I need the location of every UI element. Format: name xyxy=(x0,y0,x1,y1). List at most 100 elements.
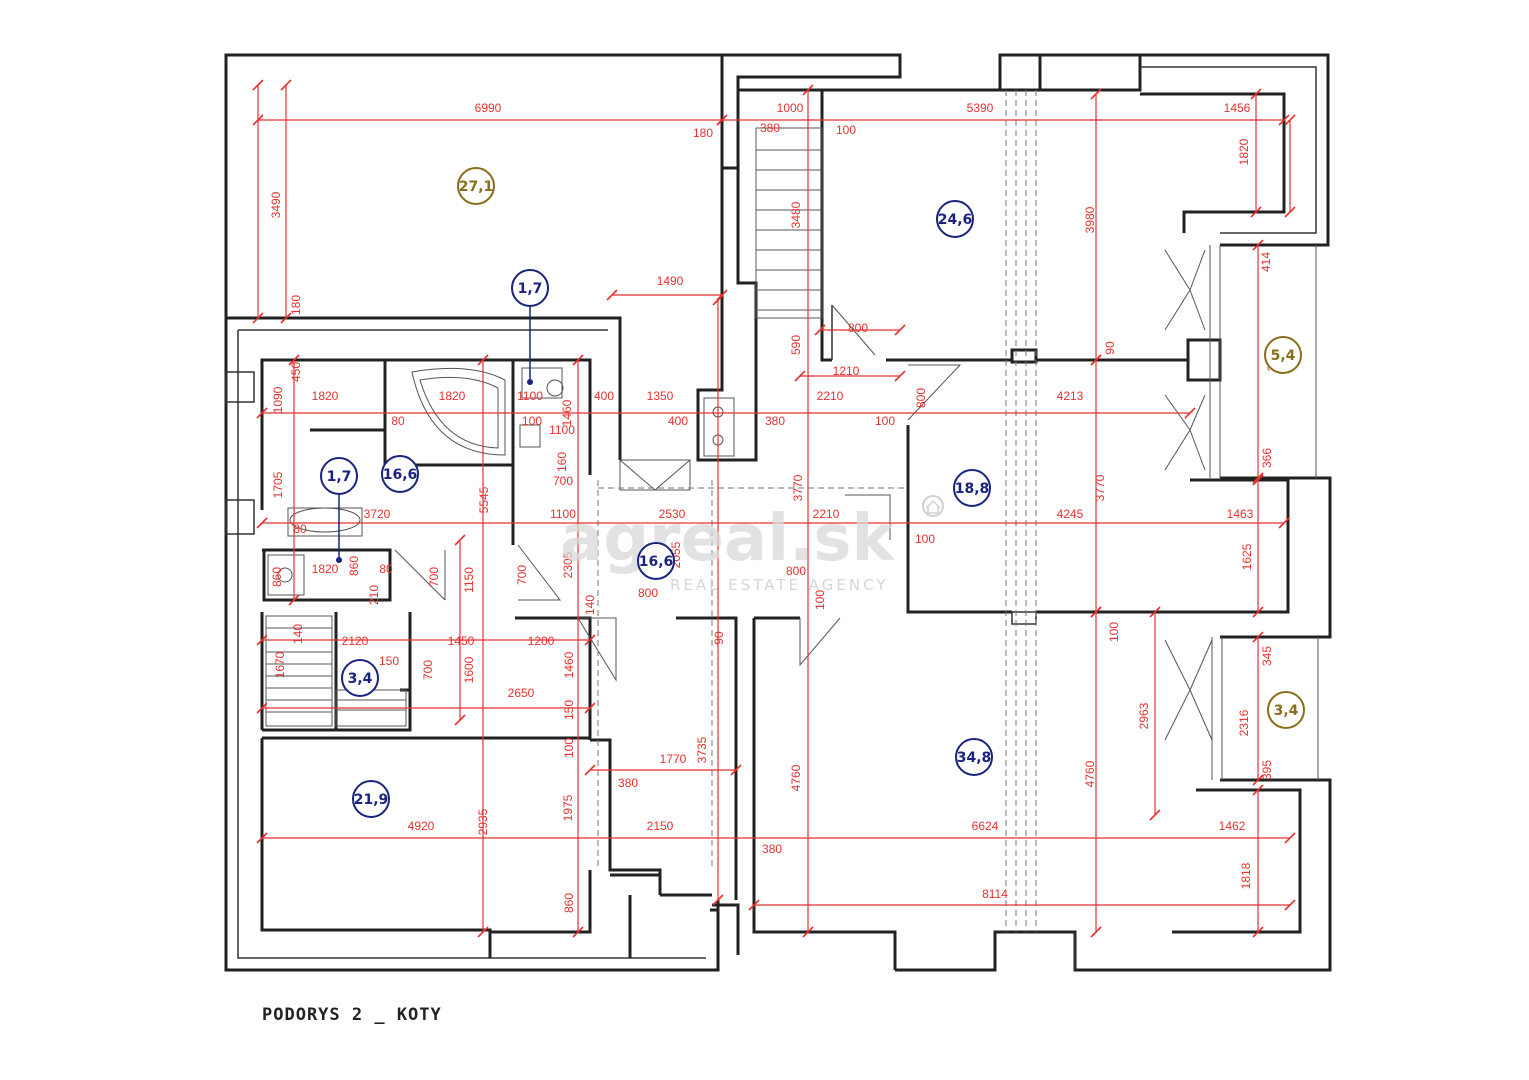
watermark: agreal.sk REAL ESTATE AGENCY xyxy=(560,495,944,594)
dimension-label: 100 xyxy=(813,590,827,610)
dimension-label: 2963 xyxy=(1137,702,1151,729)
dimension-label: 1450 xyxy=(448,634,475,648)
dimension-label: 400 xyxy=(668,414,688,428)
dimension-label: 6624 xyxy=(972,819,999,833)
dimension-label: 3735 xyxy=(695,736,709,763)
dimension-label: 395 xyxy=(1260,760,1274,780)
dimension-label: 100 xyxy=(1107,622,1121,642)
room-area-bathroom: 16,6 xyxy=(381,455,419,493)
dimension-label: 2210 xyxy=(817,389,844,403)
shower-tray xyxy=(267,554,305,596)
dimension-label: 3480 xyxy=(789,201,803,228)
room-area-value: 3,4 xyxy=(1274,703,1299,719)
dimension-label: 1100 xyxy=(550,507,576,521)
room-area-value: 27,1 xyxy=(459,179,494,195)
dimension-label: 100 xyxy=(836,123,856,137)
dimension-label: 2530 xyxy=(659,507,686,521)
dimension-label: 90 xyxy=(1103,341,1117,355)
room-area-value: 16,6 xyxy=(639,554,674,570)
room-area-circle xyxy=(637,542,675,580)
beam-lines xyxy=(597,90,1037,932)
dimension-label: 800 xyxy=(786,564,806,578)
dimension-label: 414 xyxy=(1259,252,1273,272)
dimension-label: 860 xyxy=(347,556,361,576)
dimension-label: 860 xyxy=(562,893,576,913)
room-area-sauna: 3,4 xyxy=(341,659,379,697)
room-area-circle xyxy=(352,780,390,818)
dimension-label: 800 xyxy=(638,586,658,600)
dimension-label: 100 xyxy=(875,414,895,428)
room-area-labels: 27,1 24,6 1,7 1,7 16,6 16,6 18,8 5,4 3,4 21,9 34,8… xyxy=(320,167,1305,818)
dimension-label: 1200 xyxy=(528,634,555,648)
dimension-label: 1100 xyxy=(549,423,575,437)
dimension-label: 1705 xyxy=(271,471,285,498)
dimension-label: 2120 xyxy=(342,634,369,648)
dimension-label: 1770 xyxy=(660,752,687,766)
dimension-label: 160 xyxy=(555,452,569,472)
dimension-label: 1150 xyxy=(462,567,476,593)
dimension-label: 800 xyxy=(914,388,928,408)
dimension-label: 2650 xyxy=(508,686,535,700)
dimension-label: 80 xyxy=(391,414,405,428)
room-area-value: 1,7 xyxy=(327,469,352,485)
dimension-label: 380 xyxy=(760,121,780,135)
dimension-label: 1463 xyxy=(1227,507,1254,521)
dimension-label: 5390 xyxy=(967,101,994,115)
dimension-label: 80 xyxy=(379,562,393,576)
dimension-label: 3770 xyxy=(791,474,805,501)
dimension-label: 1210 xyxy=(833,364,860,378)
room-area-room-se: 34,8 xyxy=(955,738,993,776)
room-area-value: 34,8 xyxy=(957,750,992,766)
washbasin xyxy=(519,424,541,448)
room-area-circle xyxy=(1264,336,1302,374)
room-area-room-e: 18,8 xyxy=(953,469,991,507)
room-area-value: 21,9 xyxy=(354,792,389,808)
room-area-circle xyxy=(320,457,358,495)
dimension-label: 4760 xyxy=(789,764,803,791)
dimension-label: 700 xyxy=(427,567,441,587)
dimension-label: 4213 xyxy=(1057,389,1084,403)
room-area-circle xyxy=(955,738,993,776)
room-area-roof-terrace: 27,1 xyxy=(457,167,495,205)
dimension-label: 590 xyxy=(789,335,803,355)
dimension-label: 1820 xyxy=(1237,138,1251,165)
dimension-label: 1820 xyxy=(439,389,466,403)
room-area-hall: 16,6 xyxy=(637,542,675,580)
room-area-circle xyxy=(341,659,379,697)
room-area-value: 16,6 xyxy=(383,467,418,483)
dimension-label: 140 xyxy=(583,595,597,615)
dimension-label: 1820 xyxy=(312,562,339,576)
watermark-brand: agreal.sk xyxy=(560,502,896,576)
room-area-value: 3,4 xyxy=(348,671,373,687)
dimension-label: 150 xyxy=(562,700,576,720)
dimension-label: 3720 xyxy=(364,507,391,521)
corner-bathtub xyxy=(411,367,506,456)
dimension-label: 700 xyxy=(515,565,529,585)
dimension-label: 380 xyxy=(762,842,782,856)
room-area-balcony-ne: 5,4 xyxy=(1264,336,1302,374)
dimension-label: 3770 xyxy=(1093,474,1107,501)
dimension-label: 2935 xyxy=(476,808,490,835)
room-area-value: 24,6 xyxy=(938,212,973,228)
dimension-label: 4920 xyxy=(408,819,435,833)
dimension-label: 1350 xyxy=(647,389,674,403)
dimension-label: 700 xyxy=(553,474,573,488)
dimension-label: 400 xyxy=(594,389,614,403)
room-area-circle xyxy=(936,200,974,238)
dimension-label: 800 xyxy=(848,321,868,335)
dimension-label: 345 xyxy=(1260,646,1274,666)
dimension-label: 3490 xyxy=(269,191,283,218)
room-area-circle xyxy=(381,455,419,493)
fixtures xyxy=(265,367,564,727)
room-area-value: 1,7 xyxy=(518,281,543,297)
doors xyxy=(394,245,1319,780)
dimension-label: 2150 xyxy=(647,819,674,833)
dimension-label: 8114 xyxy=(982,887,1008,901)
dimension-label: 4760 xyxy=(1083,760,1097,787)
toilet xyxy=(521,367,563,399)
room-area-bathroom-wc: 1,7 xyxy=(320,457,358,495)
dimension-label: 450 xyxy=(289,362,303,382)
dimension-label: 1818 xyxy=(1239,862,1253,889)
